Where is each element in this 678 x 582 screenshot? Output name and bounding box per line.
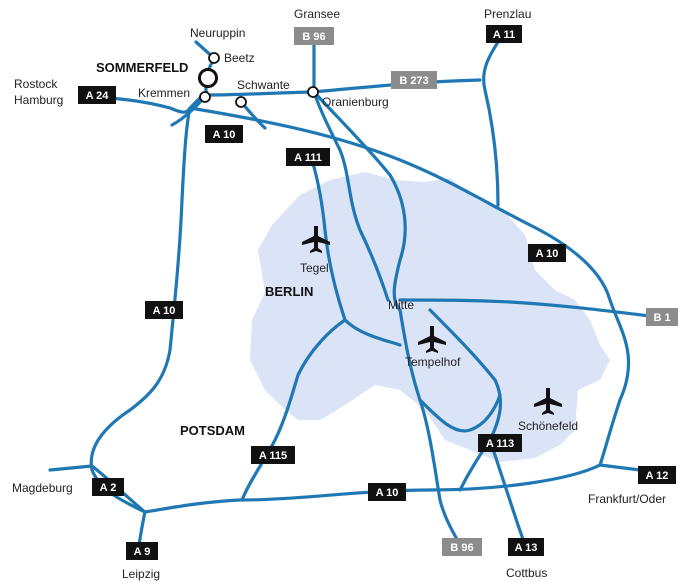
berlin-city-area	[250, 172, 610, 462]
a24-shield: A 24	[78, 86, 116, 104]
gransee-label: Gransee	[294, 7, 340, 21]
svg-text:A 12: A 12	[646, 470, 669, 482]
tempelhof-airplane-icon	[418, 326, 446, 353]
rostock-label: Rostock	[14, 77, 58, 91]
b96-north-shield: B 96	[294, 27, 334, 45]
kremmen-label: Kremmen	[138, 86, 190, 100]
a111-road	[310, 158, 402, 347]
mitte-west-road	[240, 318, 347, 502]
tempelhof-label: Tempelhof	[405, 355, 461, 369]
hamburg-label: Hamburg	[14, 93, 63, 107]
svg-text:A 2: A 2	[100, 482, 117, 494]
svg-text:B 96: B 96	[450, 542, 473, 554]
a11-road	[482, 40, 500, 207]
berlin-label: BERLIN	[265, 284, 313, 299]
a11-shield: A 11	[486, 25, 522, 43]
svg-text:A 10: A 10	[536, 248, 559, 260]
leipzig-label: Leipzig	[122, 567, 160, 581]
b1-road	[398, 298, 652, 318]
svg-text:A 9: A 9	[134, 546, 151, 558]
mitte-label: Mitte	[388, 298, 414, 312]
a10-west-shield: A 10	[145, 301, 183, 319]
a10-ring	[89, 106, 631, 514]
svg-text:A 13: A 13	[515, 542, 538, 554]
prenzlau-label: Prenzlau	[484, 7, 531, 21]
tegel-airplane-icon	[302, 226, 330, 253]
sommerfeld-label: SOMMERFELD	[96, 60, 188, 75]
schwante-node	[235, 96, 247, 108]
a13-shield: A 13	[508, 538, 544, 556]
potsdam-label: POTSDAM	[180, 423, 245, 438]
a111-shield: A 111	[286, 148, 330, 166]
svg-text:B 273: B 273	[399, 75, 428, 87]
svg-text:A 113: A 113	[486, 438, 514, 450]
svg-text:A 10: A 10	[376, 487, 399, 499]
city-loop-road	[418, 393, 502, 433]
a9-shield: A 9	[126, 542, 158, 560]
svg-text:A 11: A 11	[493, 29, 515, 41]
beetz-node	[208, 52, 220, 64]
a12-road	[598, 463, 642, 472]
a2-shield: A 2	[92, 478, 124, 496]
svg-text:A 111: A 111	[294, 152, 322, 164]
a115-shield: A 115	[251, 446, 295, 464]
tegel-label: Tegel	[300, 261, 329, 275]
beetz-label: Beetz	[224, 51, 255, 65]
cottbus-label: Cottbus	[506, 566, 547, 580]
b96-south-road	[398, 308, 462, 547]
a113-shield: A 113	[478, 434, 522, 452]
a113-road	[428, 308, 502, 492]
a10-east-shield: A 10	[528, 244, 566, 262]
svg-text:A 115: A 115	[259, 450, 287, 462]
schwante-label: Schwante	[237, 78, 290, 92]
a10-south-shield: A 10	[368, 483, 406, 501]
b96-south-shield: B 96	[442, 538, 482, 556]
b273-shield: B 273	[391, 71, 437, 89]
a12-shield: A 12	[638, 466, 676, 484]
svg-text:A 10: A 10	[213, 129, 236, 141]
b96-north-road	[312, 38, 390, 302]
schoenefeld-airplane-icon	[534, 388, 562, 415]
neuruppin-label: Neuruppin	[190, 26, 245, 40]
oranienburg-label: Oranienburg	[322, 95, 389, 109]
svg-text:A 10: A 10	[153, 305, 176, 317]
sommerfeld-node	[198, 68, 218, 88]
schoenefeld-label: Schönefeld	[518, 419, 578, 433]
kremmen-node	[199, 91, 211, 103]
b1-shield: B 1	[646, 308, 678, 326]
svg-text:B 96: B 96	[302, 31, 325, 43]
a10-north-shield: A 10	[205, 125, 243, 143]
oranienburg-mitte-road	[312, 90, 407, 312]
svg-text:B 1: B 1	[653, 312, 670, 324]
frankfurt-oder-label: Frankfurt/Oder	[588, 492, 666, 506]
oranienburg-node	[307, 86, 319, 98]
svg-text:A 24: A 24	[86, 90, 110, 102]
magdeburg-label: Magdeburg	[12, 481, 73, 495]
